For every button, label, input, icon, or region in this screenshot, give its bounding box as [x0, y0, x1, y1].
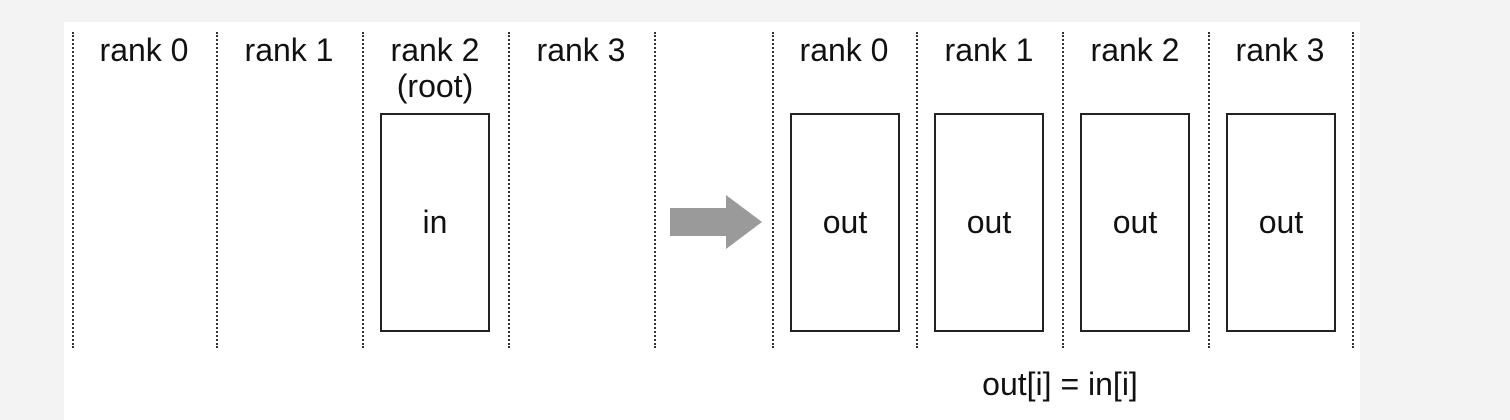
output-buffer-box: out [1080, 113, 1190, 332]
rank-divider [1208, 32, 1210, 348]
rank-divider [916, 32, 918, 348]
output-buffer-label: out [822, 204, 868, 240]
input-buffer-label: in [422, 204, 448, 240]
rank-divider [654, 32, 656, 348]
left-rank-1-label: rank 1 [244, 32, 334, 68]
rank-divider [1352, 32, 1354, 348]
rank-divider [1062, 32, 1064, 348]
output-buffer-label: out [1112, 204, 1158, 240]
output-buffer-box: out [1226, 113, 1336, 332]
root-note: (root) [396, 68, 474, 104]
right-rank-1-label: rank 1 [944, 32, 1034, 68]
rank-divider [216, 32, 218, 348]
rank-divider [772, 32, 774, 348]
left-rank-3-label: rank 3 [536, 32, 626, 68]
right-arrow-icon [670, 195, 762, 249]
right-rank-3-label: rank 3 [1235, 32, 1325, 68]
output-buffer-box: out [790, 113, 900, 332]
output-buffer-label: out [1258, 204, 1304, 240]
input-buffer-box: in [380, 113, 490, 332]
output-buffer-box: out [934, 113, 1044, 332]
output-buffer-label: out [966, 204, 1012, 240]
left-rank-2-label: rank 2 [390, 32, 480, 68]
right-rank-2-label: rank 2 [1090, 32, 1180, 68]
rank-divider [72, 32, 74, 348]
left-rank-0-label: rank 0 [99, 32, 189, 68]
broadcast-formula: out[i] = in[i] [982, 366, 1138, 402]
right-rank-0-label: rank 0 [799, 32, 889, 68]
rank-divider [362, 32, 364, 348]
rank-divider [508, 32, 510, 348]
